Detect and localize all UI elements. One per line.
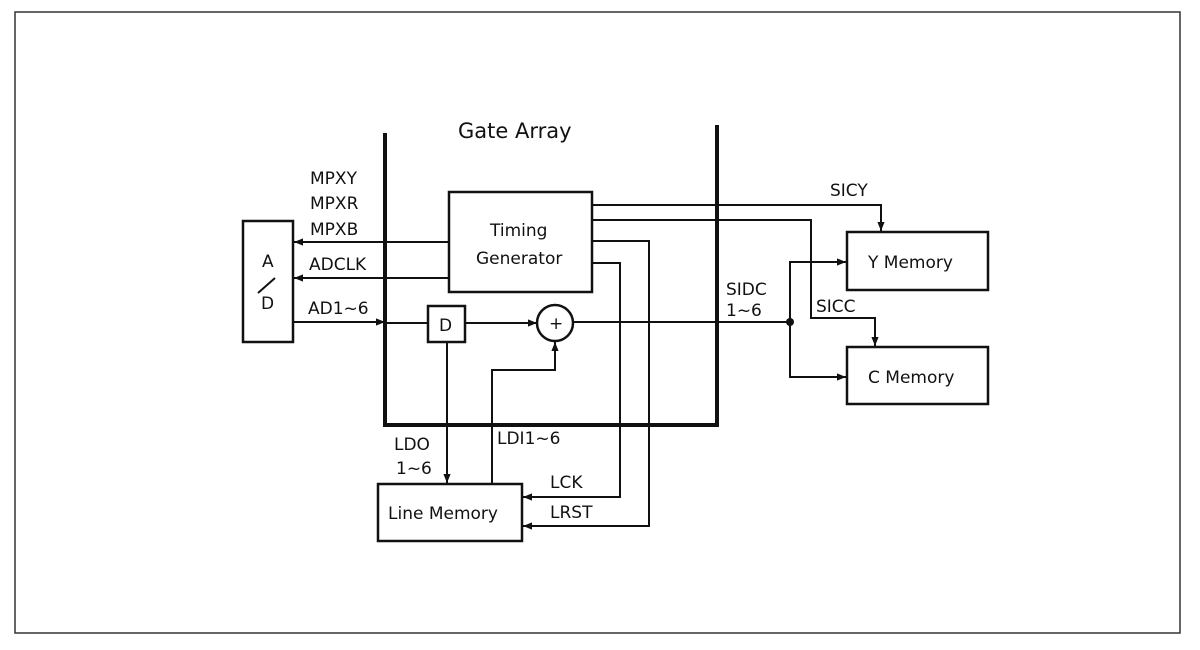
- timing-generator-label-2: Generator: [476, 249, 562, 269]
- y-memory-label: Y Memory: [867, 253, 953, 273]
- timing-generator-label-1: Timing: [489, 221, 547, 241]
- ad-label-d: D: [261, 294, 274, 314]
- delay-label: D: [439, 316, 452, 336]
- signal-label-sicc: SICC: [816, 297, 856, 317]
- signal-label-sidc: SIDC: [726, 280, 767, 300]
- timing-generator-block: [447, 190, 594, 294]
- signal-label-ldo: LDO: [394, 435, 430, 455]
- ad-divider-slash: [257, 277, 276, 294]
- line-memory-block: [376, 482, 524, 543]
- c-memory-block: [845, 345, 990, 406]
- outer-frame: [14, 11, 1181, 634]
- y-memory-block: [845, 230, 990, 292]
- signal-label-mpxr: MPXR: [310, 194, 359, 214]
- line-memory-label: Line Memory: [388, 504, 498, 524]
- wire-sicc: [592, 219, 879, 346]
- signal-label-ldi: LDI1~6: [497, 429, 560, 449]
- signal-label-lck: LCK: [550, 473, 583, 493]
- gate-array-title: Gate Array: [458, 119, 572, 143]
- c-memory-label: C Memory: [868, 368, 954, 388]
- wire-sidc-to-y-memory: [789, 258, 846, 322]
- wire-ldi: [491, 342, 559, 484]
- signal-label-ad: AD1~6: [308, 299, 369, 319]
- wire-lrst: [523, 240, 650, 530]
- wire-lck: [523, 262, 621, 501]
- ad-label-a: A: [262, 252, 274, 272]
- delay-block: [426, 304, 467, 344]
- signal-label-adclk: ADCLK: [309, 255, 367, 275]
- ad-converter-block: [241, 219, 295, 344]
- signal-label-mpxy: MPXY: [310, 169, 358, 189]
- signal-label-mpxb: MPXB: [310, 220, 358, 240]
- signal-label-lrst: LRST: [550, 503, 593, 523]
- wire-sicy: [592, 204, 885, 231]
- signal-label-sicy: SICY: [830, 181, 868, 201]
- signal-label-sidc-range: 1~6: [726, 301, 762, 321]
- signal-label-ldo-range: 1~6: [396, 459, 432, 479]
- adder-symbol: +: [549, 314, 563, 334]
- wire-sidc-to-c-memory: [789, 322, 846, 381]
